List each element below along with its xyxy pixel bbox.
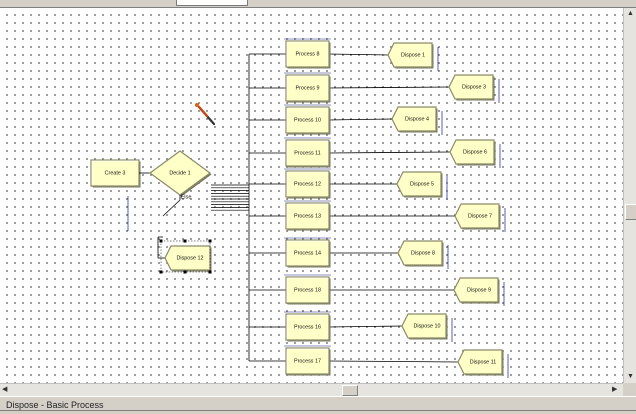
dispose-module[interactable]	[454, 203, 501, 230]
dispose-label: Dispose 10	[414, 323, 441, 329]
scroll-right-icon[interactable]: ▶	[612, 386, 618, 393]
new-icon[interactable]	[8, 0, 20, 7]
copy-icon[interactable]	[78, 0, 90, 7]
process-module[interactable]	[285, 202, 331, 231]
process-module[interactable]	[285, 106, 331, 135]
decide-module[interactable]	[148, 150, 212, 197]
dispose-module-selected[interactable]	[164, 245, 212, 272]
scroll-down-icon[interactable]: ▼	[627, 373, 634, 380]
scroll-left-icon[interactable]: ◀	[2, 386, 8, 393]
dispose-label: Dispose 11	[470, 359, 497, 365]
route-icon[interactable]	[318, 0, 330, 7]
start-over-icon[interactable]	[438, 0, 450, 6]
dispose-module[interactable]	[457, 349, 504, 376]
layers-icon[interactable]	[156, 0, 168, 7]
segment-icon[interactable]	[352, 0, 364, 6]
decide-label: Decide 1	[169, 170, 190, 176]
else-label: Else	[181, 194, 192, 200]
station-icon[interactable]	[334, 0, 346, 7]
process-label: Process 11	[294, 150, 321, 156]
end-icon[interactable]	[454, 0, 466, 6]
process-output-connector[interactable]	[328, 53, 389, 56]
status-text: Dispose - Basic Process	[6, 400, 104, 410]
vertical-scroll-thumb[interactable]	[625, 204, 636, 220]
dispose-module[interactable]	[449, 139, 496, 166]
selection-handle[interactable]	[208, 270, 212, 274]
dispose-label: Dispose 12	[177, 255, 204, 261]
dispose-module[interactable]	[387, 42, 434, 69]
view-icon[interactable]	[258, 0, 270, 7]
dispose-label: Dispose 4	[405, 116, 429, 122]
process-module[interactable]	[285, 40, 331, 69]
process-output-connector[interactable]	[328, 151, 451, 154]
process-module[interactable]	[285, 239, 331, 268]
vertical-scrollbar[interactable]: ▲ ▼	[623, 8, 636, 383]
pause-icon[interactable]	[422, 0, 434, 6]
dispose-label: Dispose 8	[411, 250, 435, 256]
process-label: Process 10	[294, 117, 321, 123]
open-icon[interactable]	[22, 0, 34, 7]
dispose-module[interactable]	[453, 277, 500, 304]
go-icon[interactable]	[374, 0, 386, 6]
status-divider	[0, 410, 636, 411]
cut-icon[interactable]	[62, 0, 74, 6]
process-output-connector[interactable]	[328, 118, 393, 121]
toolbar	[0, 0, 636, 8]
model-canvas[interactable]: Process 8 Process 9 Process 10 Process 11 Pr…	[0, 8, 623, 383]
dispose-label: Dispose 7	[468, 213, 492, 219]
scroll-up-icon[interactable]: ▲	[627, 10, 634, 17]
process-label: Process 14	[294, 250, 321, 256]
selection-box	[160, 240, 211, 273]
fast-forward-icon[interactable]	[406, 0, 418, 6]
dispose-label: Dispose 3	[462, 84, 486, 90]
process-module[interactable]	[285, 313, 331, 342]
create-module[interactable]	[90, 159, 141, 188]
dispose-label: Dispose 5	[410, 181, 434, 187]
horizontal-scroll-thumb[interactable]	[342, 385, 358, 396]
status-bar: Dispose - Basic Process	[0, 396, 636, 414]
create-label: Create 3	[105, 170, 126, 176]
process-output-connector[interactable]	[328, 86, 450, 89]
dispose-module[interactable]	[397, 240, 444, 267]
undo-icon[interactable]	[110, 0, 122, 6]
animate-icon[interactable]	[298, 0, 310, 6]
dispose-module[interactable]	[391, 106, 438, 133]
process-label: Process 16	[294, 324, 321, 330]
dispose-module[interactable]	[401, 313, 448, 340]
process-label: Process 8	[296, 51, 320, 57]
process-module[interactable]	[285, 276, 331, 305]
dispose-label: Dispose 6	[463, 149, 487, 155]
process-module[interactable]	[285, 170, 331, 199]
process-label: Process 13	[294, 213, 321, 219]
help-icon[interactable]	[592, 0, 604, 6]
zoom-select[interactable]	[176, 0, 248, 6]
dispose-module[interactable]	[396, 171, 443, 198]
process-module[interactable]	[285, 74, 331, 103]
dispose-module[interactable]	[448, 74, 495, 101]
dispose-label: Dispose 9	[467, 287, 491, 293]
horizontal-scrollbar[interactable]: ◀ ▶	[0, 383, 623, 396]
step-icon[interactable]	[390, 0, 402, 6]
process-output-connector[interactable]	[328, 360, 459, 363]
paste-icon[interactable]	[94, 0, 106, 7]
process-label: Process 12	[294, 181, 321, 187]
print-preview-icon[interactable]	[38, 0, 50, 7]
process-module[interactable]	[285, 139, 331, 168]
process-label: Process 9	[296, 85, 320, 91]
flowchart: Process 8 Process 9 Process 10 Process 11 Pr…	[90, 38, 509, 378]
process-label: Process 18	[294, 287, 321, 293]
process-label: Process 17	[294, 358, 321, 364]
process-module[interactable]	[285, 347, 331, 376]
pointer-icon[interactable]	[570, 0, 582, 6]
dispose-label: Dispose 1	[401, 52, 425, 58]
connect-icon[interactable]	[282, 0, 294, 6]
else-connector[interactable]	[162, 199, 181, 217]
process-output-connector[interactable]	[328, 325, 403, 328]
pointer-icon	[195, 103, 216, 126]
